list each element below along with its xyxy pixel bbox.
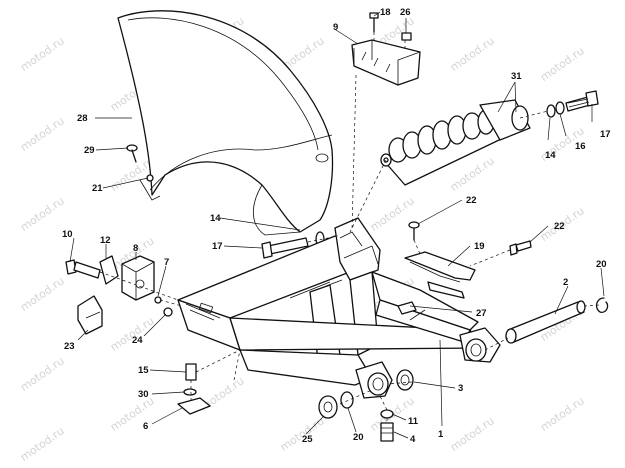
- callout-15: 15: [138, 365, 149, 376]
- callout-26: 26: [400, 7, 411, 18]
- callout-27: 27: [476, 308, 487, 319]
- callout-17-upper: 17: [600, 129, 611, 140]
- watermark-text: motod.ru: [448, 414, 497, 454]
- callout-8: 8: [133, 243, 138, 254]
- clip-6: [177, 397, 211, 415]
- circlip-20-right: [595, 297, 609, 313]
- plate-bracket-23: [77, 295, 103, 335]
- callout-21: 21: [92, 183, 103, 194]
- watermark-text: motod.ru: [18, 424, 67, 464]
- callout-29: 29: [84, 145, 95, 156]
- screw-29: [126, 144, 138, 163]
- callout-25: 25: [302, 434, 313, 445]
- callout-12: 12: [100, 235, 111, 246]
- assembly-axes: [99, 32, 601, 424]
- bolt-22-right: [509, 240, 532, 256]
- watermark-text: motod.ru: [108, 394, 157, 434]
- leader-lines: [69, 11, 605, 439]
- callout-19: 19: [474, 241, 485, 252]
- screw-18: [369, 12, 379, 33]
- callout-14-upper: 14: [545, 150, 556, 161]
- callout-31: 31: [511, 71, 522, 82]
- chain-guard-bracket: [351, 39, 421, 86]
- callout-10: 10: [62, 229, 73, 240]
- watermark-text: motod.ru: [18, 354, 67, 394]
- callout-20-lower: 20: [353, 432, 364, 443]
- pad-27: [397, 301, 417, 315]
- screw-26: [401, 32, 412, 41]
- bolt-11: [380, 409, 394, 419]
- callout-3: 3: [458, 383, 463, 394]
- watermark-text: motod.ru: [18, 194, 67, 234]
- chain-guide-bracket: [404, 251, 476, 299]
- bushing-3: [396, 369, 414, 391]
- bolt-10: [65, 259, 101, 279]
- bolt-22-upper: [408, 221, 420, 241]
- rear-shock-absorber: [380, 99, 531, 186]
- callout-14-lower: 14: [210, 213, 221, 224]
- callout-28: 28: [77, 113, 88, 124]
- callout-24: 24: [132, 335, 143, 346]
- bracket-block-8: [121, 255, 155, 301]
- callout-7: 7: [164, 257, 169, 268]
- pivot-shaft: [505, 300, 586, 344]
- callout-16: 16: [575, 141, 586, 152]
- bushing-25: [318, 395, 338, 419]
- upper-shock-hardware: [546, 90, 599, 118]
- watermark-text: motod.ru: [18, 114, 67, 154]
- watermark-text: motod.ru: [368, 194, 417, 234]
- callout-17-lower: 17: [212, 241, 223, 252]
- callout-9: 9: [333, 22, 338, 33]
- bolt-4: [380, 422, 394, 442]
- callout-2: 2: [563, 277, 568, 288]
- callout-11: 11: [408, 416, 419, 427]
- callout-6: 6: [143, 421, 148, 432]
- callout-23: 23: [64, 341, 75, 352]
- washer-30: [183, 388, 197, 396]
- callout-4: 4: [410, 434, 416, 445]
- bolt-15: [185, 363, 197, 381]
- callout-30: 30: [138, 389, 149, 400]
- callout-22-right: 22: [554, 221, 565, 232]
- callout-1: 1: [438, 429, 444, 440]
- callout-labels: 18 26 9 31 17 16 14 28 29 21 14 17 22 22…: [62, 7, 611, 445]
- watermark-text: motod.ru: [538, 44, 587, 84]
- callout-22-upper: 22: [466, 195, 477, 206]
- circlip-20-lower: [340, 391, 354, 409]
- callout-18: 18: [380, 7, 391, 18]
- swingarm: [177, 217, 501, 399]
- watermark-text: motod.ru: [18, 274, 67, 314]
- watermark-text: motod.ru: [448, 34, 497, 74]
- rear-fender: [117, 10, 334, 236]
- callout-20-right: 20: [596, 259, 607, 270]
- watermark-text: motod.ru: [18, 34, 67, 74]
- watermark-text: motod.ru: [538, 394, 587, 434]
